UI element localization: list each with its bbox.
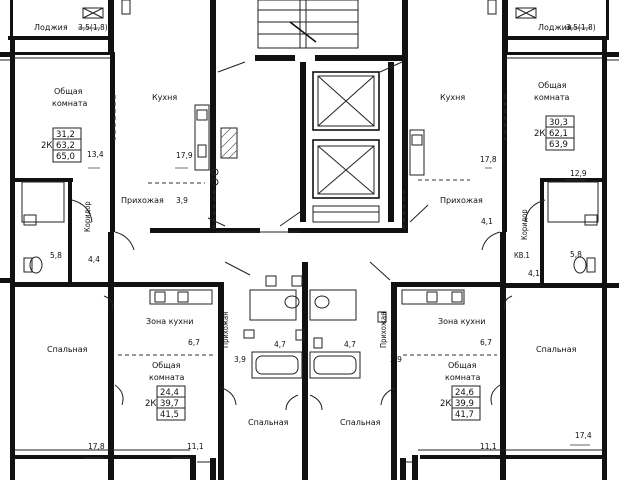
- apartment-area-total: 63,2: [56, 141, 75, 151]
- living-right-label-1: Общая: [538, 81, 567, 90]
- living-bottom-left-label-2: комната: [149, 373, 185, 382]
- living-left-label-1: Общая: [54, 87, 83, 96]
- bath-center-1-area: 4,7: [274, 340, 286, 349]
- apartment-area-with-loggia: 41,5: [160, 410, 179, 420]
- shaft: [220, 127, 238, 159]
- hall-bottom-center-right-area: 3,9: [390, 355, 402, 364]
- apartment-type: 2К: [145, 399, 156, 409]
- hall-left-area: 3,9: [176, 196, 188, 205]
- hall-bottom-center-left-area: 3,9: [234, 355, 246, 364]
- bedroom-bottom-left-area: 17,8: [88, 442, 105, 451]
- bedroom-center-1-label: Спальная: [248, 418, 289, 427]
- hall-left-label: Прихожая: [121, 196, 164, 205]
- loggia-marks: [82, 0, 537, 19]
- apartment-area-total: 39,9: [455, 399, 474, 409]
- corridor-left-label: Коридор: [83, 201, 92, 232]
- staircase: [257, 0, 359, 49]
- apartment-type: 2К: [41, 141, 52, 151]
- apartment-number: КВ.1: [514, 251, 530, 260]
- apartment-area-with-loggia: 63,9: [549, 140, 568, 150]
- living-bottom-left-area-1: 6,7: [188, 338, 200, 347]
- living-bottom-left-area-2: 11,1: [187, 442, 204, 451]
- bedroom-bottom-right-area: 17,4: [575, 431, 592, 440]
- apartment-box-top-left: 2К 31,2 63,2 65,0: [41, 127, 82, 163]
- kitchen-zone-bottom-right-label: Зона кухни: [438, 317, 485, 326]
- kitchen-left-label: Кухня: [152, 93, 177, 102]
- bedroom-bottom-left-label: Спальная: [47, 345, 88, 354]
- living-bottom-right-area-2: 11,1: [480, 442, 497, 451]
- bath-right-area: 5,8: [570, 250, 582, 259]
- hall-right-area: 4,1: [481, 217, 493, 226]
- apartment-area-living: 30,3: [549, 118, 568, 128]
- fixtures: [21, 104, 599, 379]
- apartment-box-top-right: 2К 30,3 62,1 63,9: [534, 115, 575, 151]
- kitchen-right-label: Кухня: [440, 93, 465, 102]
- loggia-right-area: 3,5(1,8): [566, 23, 596, 32]
- corridor-right-area: 4,1: [528, 269, 540, 278]
- living-right-label-2: комната: [534, 93, 570, 102]
- zone-boundaries: [114, 95, 506, 356]
- living-bottom-right-label-2: комната: [445, 373, 481, 382]
- apartment-area-total: 39,7: [160, 399, 179, 409]
- bath-center-2-area: 4,7: [344, 340, 356, 349]
- hall-bottom-center-left-label: Прихожая: [221, 312, 230, 348]
- apartment-area-total: 62,1: [549, 129, 568, 139]
- kitchen-left-area: 17,9: [176, 151, 193, 160]
- corridor-right-label: Коридор: [520, 209, 529, 240]
- apartment-type: 2К: [440, 399, 451, 409]
- living-bottom-left-label-1: Общая: [152, 361, 181, 370]
- apartment-area-living: 24,6: [455, 388, 474, 398]
- apartment-area-with-loggia: 65,0: [56, 152, 75, 162]
- apartment-box-bottom-left: 2К 24,4 39,7 41,5: [145, 385, 186, 421]
- apartment-box-bottom-right: 2К 24,6 39,9 41,7: [440, 385, 481, 421]
- living-bottom-right-area-1: 6,7: [480, 338, 492, 347]
- bath-left-area: 5,8: [50, 251, 62, 260]
- bedroom-bottom-right-label: Спальная: [536, 345, 577, 354]
- door-swings: [71, 61, 546, 411]
- hall-right-label: Прихожая: [440, 196, 483, 205]
- loggia-right-label: Лоджия: [538, 23, 572, 32]
- living-right-area: 12,9: [570, 169, 587, 178]
- apartment-area-living: 31,2: [56, 130, 75, 140]
- elevators: [312, 75, 380, 223]
- apartment-area-living: 24,4: [160, 388, 179, 398]
- room-labels: Лоджия 3,5(1,8) Лоджия 3,5(1,8) Общая ко…: [34, 23, 596, 451]
- apartment-type: 2К: [534, 129, 545, 139]
- living-bottom-right-label-1: Общая: [448, 361, 477, 370]
- loggia-left-area: 3,5(1,8): [78, 23, 108, 32]
- hall-bottom-center-right-label: Прихожая: [379, 312, 388, 348]
- kitchen-zone-bottom-left-label: Зона кухни: [146, 317, 193, 326]
- corridor-left-area: 4,4: [88, 255, 100, 264]
- window-lines: [0, 57, 619, 463]
- bedroom-center-2-label: Спальная: [340, 418, 381, 427]
- kitchen-right-area: 17,8: [480, 155, 497, 164]
- living-left-area: 13,4: [87, 150, 104, 159]
- loggia-left-label: Лоджия: [34, 23, 68, 32]
- living-left-label-2: комната: [52, 99, 88, 108]
- apartment-area-with-loggia: 41,7: [455, 410, 474, 420]
- dimension-lines: [78, 27, 590, 459]
